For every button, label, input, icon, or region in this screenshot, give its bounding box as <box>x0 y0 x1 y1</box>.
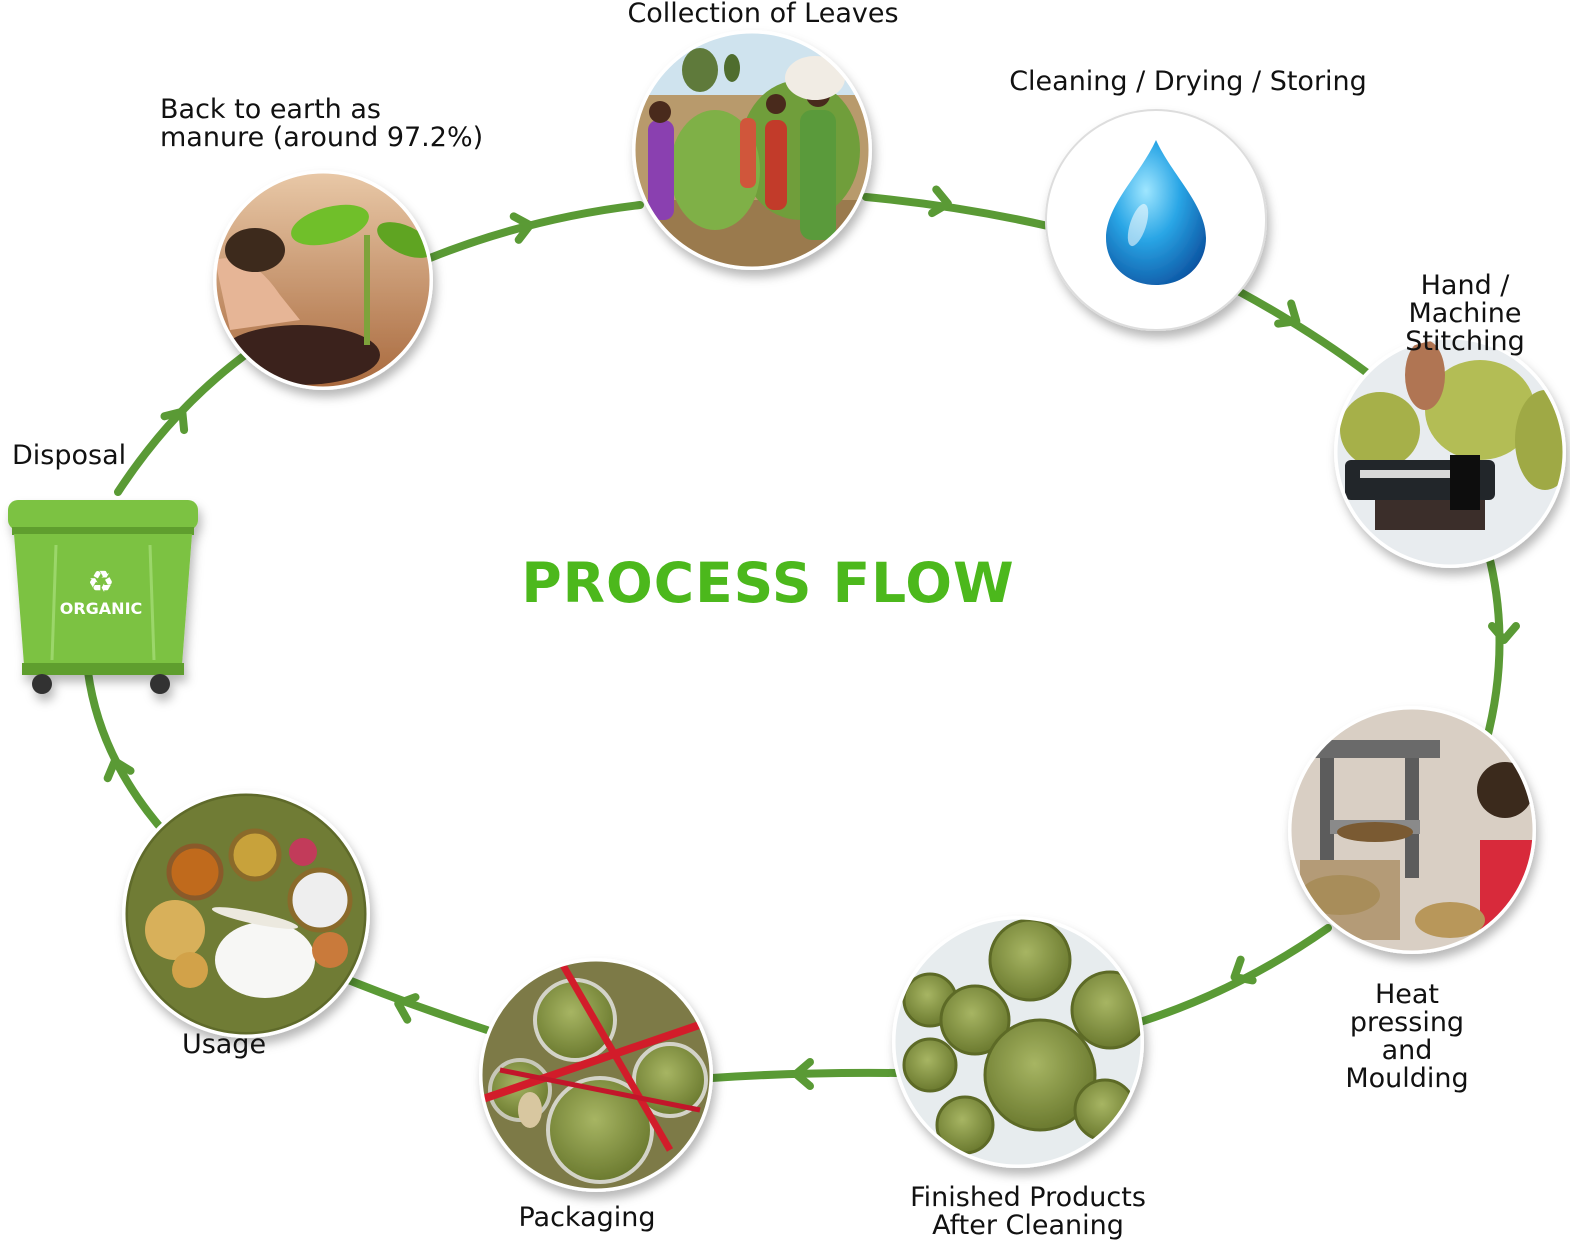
step-usage-image <box>122 790 370 1038</box>
arrow-icon <box>1230 955 1257 985</box>
step-label-finished: Finished Products After Cleaning <box>910 1182 1146 1241</box>
water-drop-icon <box>1106 140 1206 285</box>
step-earth-image <box>213 170 433 390</box>
arrow-icon <box>103 757 135 783</box>
step-label-usage: Usage <box>181 1029 267 1060</box>
step-label-collection: Collection of Leaves <box>627 0 899 29</box>
step-stitching-image <box>1334 336 1566 568</box>
loop-segment-cleaning-to-stitching <box>1236 288 1374 379</box>
step-heat-image <box>1288 706 1536 954</box>
step-label-heat: Heat pressing and Moulding <box>1345 979 1469 1094</box>
loop-segment-usage-to-disposal <box>84 668 171 839</box>
bin-label: ORGANIC <box>60 599 143 618</box>
flow-arrows <box>103 185 1520 1090</box>
arrow-icon <box>1488 622 1520 644</box>
step-finished-image <box>892 916 1144 1168</box>
loop-segment-heat-to-finished <box>1136 924 1332 1026</box>
step-label-cleaning: Cleaning / Drying / Storing <box>1009 66 1367 97</box>
organic-waste-bin-icon: ♻ ORGANIC <box>8 500 198 694</box>
recycle-icon: ♻ <box>88 565 115 600</box>
step-collection-image <box>632 30 872 270</box>
step-label-packaging: Packaging <box>518 1202 656 1233</box>
loop-segment-stitching-to-heat <box>1482 548 1504 746</box>
arrow-icon <box>394 993 420 1024</box>
step-packaging-image <box>479 958 713 1192</box>
page-title: PROCESS FLOW <box>521 551 1015 615</box>
loop-segment-packaging-to-usage <box>332 971 491 1034</box>
arrow-icon <box>160 407 189 435</box>
step-label-disposal: Disposal <box>12 440 127 471</box>
arrow-icon <box>792 1058 814 1090</box>
step-cleaning-image <box>1045 109 1267 331</box>
arrow-icon <box>1274 299 1301 328</box>
loop-segment-earth-to-collection <box>426 201 644 262</box>
arrow-icon <box>509 212 534 244</box>
loop-segment-collection-to-cleaning <box>862 193 1052 230</box>
step-label-stitching: Hand / Machine Stitching <box>1405 270 1525 357</box>
step-label-earth: Back to earth as manure (around 97.2%) <box>160 94 484 153</box>
arrow-icon <box>928 185 952 218</box>
